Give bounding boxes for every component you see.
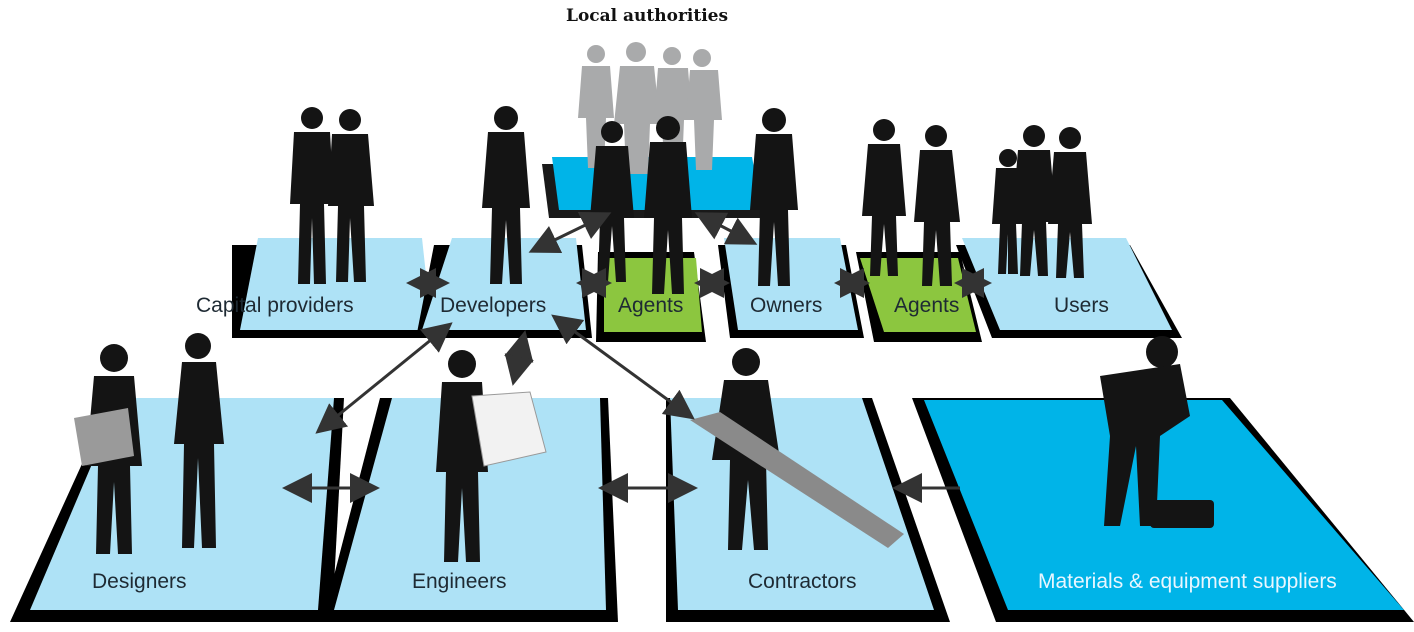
person-supplier-worker — [1100, 336, 1190, 526]
person-capital-2 — [328, 109, 374, 282]
platform-developers — [416, 238, 592, 338]
label-agents-2: Agents — [894, 294, 960, 317]
person-capital-1 — [290, 107, 334, 284]
person-agent-2a — [862, 119, 906, 276]
person-designer-2 — [174, 333, 224, 548]
briefcase-prop — [74, 408, 134, 466]
label-agents-1: Agents — [618, 294, 684, 317]
label-designers: Designers — [92, 570, 187, 593]
platform-users — [956, 238, 1182, 338]
label-engineers: Engineers — [412, 570, 507, 593]
double-arrow-icon — [694, 212, 758, 245]
diagram-title: Local authorities — [566, 6, 729, 26]
label-suppliers: Materials & equipment suppliers — [1038, 570, 1337, 593]
double-arrow-icon — [551, 314, 695, 420]
double-arrow-icon — [315, 322, 453, 434]
person-developer — [482, 106, 530, 284]
person-user-2 — [1012, 125, 1056, 276]
blueprint-prop — [471, 391, 547, 467]
plank-prop — [690, 412, 904, 548]
person-owner — [750, 108, 798, 286]
double-arrow-icon — [504, 330, 534, 386]
label-users: Users — [1054, 294, 1109, 317]
person-agent-2b — [914, 125, 960, 286]
platform-owners — [718, 238, 864, 338]
platform-capital-providers — [232, 238, 436, 338]
double-arrow-icon — [528, 212, 612, 253]
equipment-prop — [1150, 500, 1214, 528]
person-agent-1b — [644, 116, 692, 294]
person-user-3 — [1048, 127, 1092, 278]
label-capital-providers: Capital providers — [196, 294, 354, 317]
label-developers: Developers — [440, 294, 547, 317]
label-contractors: Contractors — [748, 570, 857, 593]
relationship-arrows — [282, 212, 992, 503]
label-owners: Owners — [750, 294, 823, 317]
